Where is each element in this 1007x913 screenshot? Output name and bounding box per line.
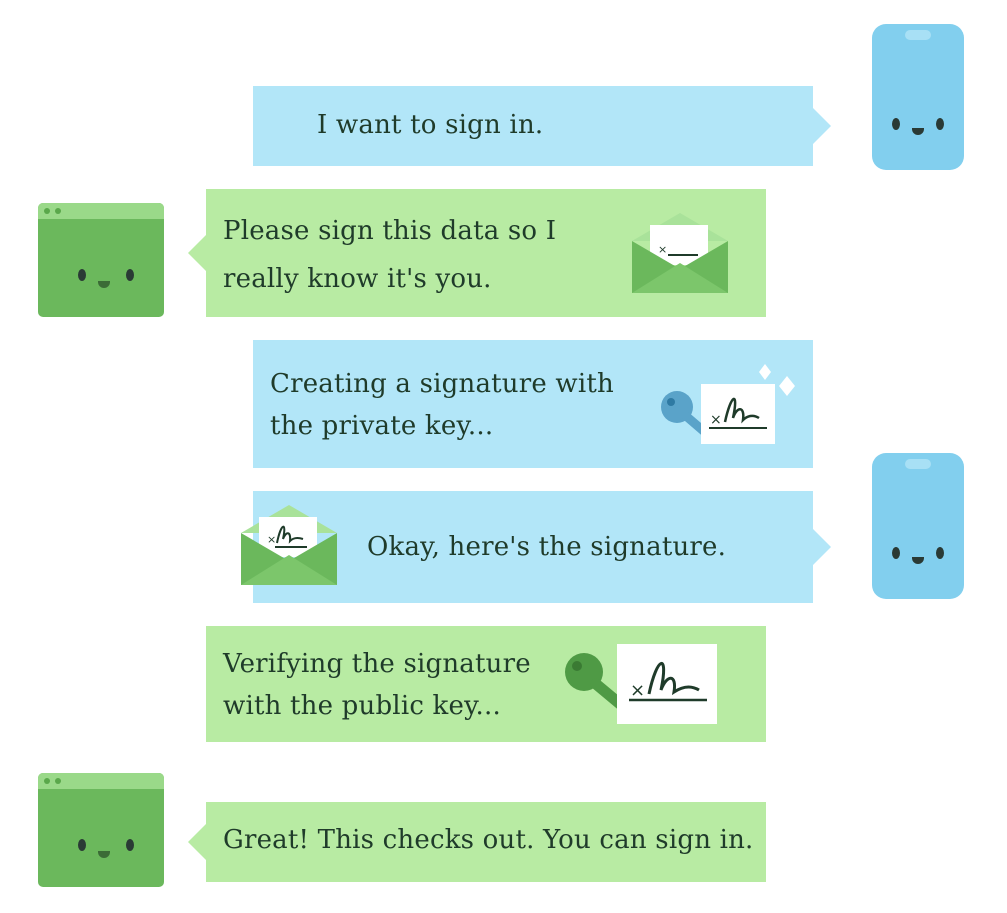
bubble-tail [813, 529, 831, 565]
browser-window-icon [38, 773, 164, 887]
bubble-tail [813, 108, 831, 144]
message-text-4: Okay, here's the signature. [367, 532, 727, 562]
message-text-6: Great! This checks out. You can sign in. [223, 825, 754, 855]
message-text-1: I want to sign in. [317, 110, 544, 140]
svg-text:×: × [267, 533, 276, 546]
browser-eye-left [78, 269, 86, 281]
phone-eye-right [936, 547, 944, 559]
phone-eye-right [936, 118, 944, 130]
message-text-2-line2: really know it's you. [223, 264, 492, 294]
phone-mouth [912, 557, 924, 564]
message-bubble-4: × Okay, here's the signature. [241, 491, 831, 603]
phone-icon [872, 24, 964, 170]
svg-text:×: × [710, 412, 722, 428]
bubble-tail [188, 824, 206, 860]
phone-notch [905, 30, 931, 40]
signature-card-icon: × [617, 644, 717, 724]
phone-notch [905, 459, 931, 469]
browser-dot [44, 778, 50, 784]
sparkle-icon [759, 364, 795, 396]
svg-text:×: × [658, 243, 667, 256]
message-text-3-line2: the private key... [270, 411, 494, 441]
message-bubble-3: Creating a signature with the private ke… [253, 340, 813, 468]
signature-card-icon: × [701, 384, 775, 444]
browser-window-icon [38, 203, 164, 317]
browser-titlebar [38, 773, 164, 789]
bubble-tail [188, 235, 206, 271]
message-bubble-1: I want to sign in. [253, 86, 831, 166]
phone-icon [872, 453, 964, 599]
phone-eye-left [892, 118, 900, 130]
browser-dot [55, 208, 61, 214]
message-text-5-line2: with the public key... [223, 691, 501, 721]
message-bubble-6: Great! This checks out. You can sign in. [188, 802, 766, 882]
phone-eye-left [892, 547, 900, 559]
svg-text:×: × [630, 680, 645, 701]
envelope-icon: × [632, 213, 728, 293]
key-icon [565, 653, 626, 710]
phone-mouth [912, 128, 924, 135]
message-text-5-line1: Verifying the signature [223, 649, 531, 679]
browser-mouth [98, 281, 110, 288]
browser-titlebar [38, 203, 164, 219]
browser-eye-right [126, 839, 134, 851]
browser-eye-left [78, 839, 86, 851]
browser-dot [55, 778, 61, 784]
envelope-icon: × [241, 505, 337, 585]
message-bubble-5: Verifying the signature with the public … [206, 626, 766, 742]
browser-eye-right [126, 269, 134, 281]
browser-dot [44, 208, 50, 214]
message-bubble-2: Please sign this data so I really know i… [188, 189, 766, 317]
message-text-3-line1: Creating a signature with [270, 369, 614, 399]
message-text-2-line1: Please sign this data so I [223, 216, 557, 246]
browser-mouth [98, 851, 110, 858]
